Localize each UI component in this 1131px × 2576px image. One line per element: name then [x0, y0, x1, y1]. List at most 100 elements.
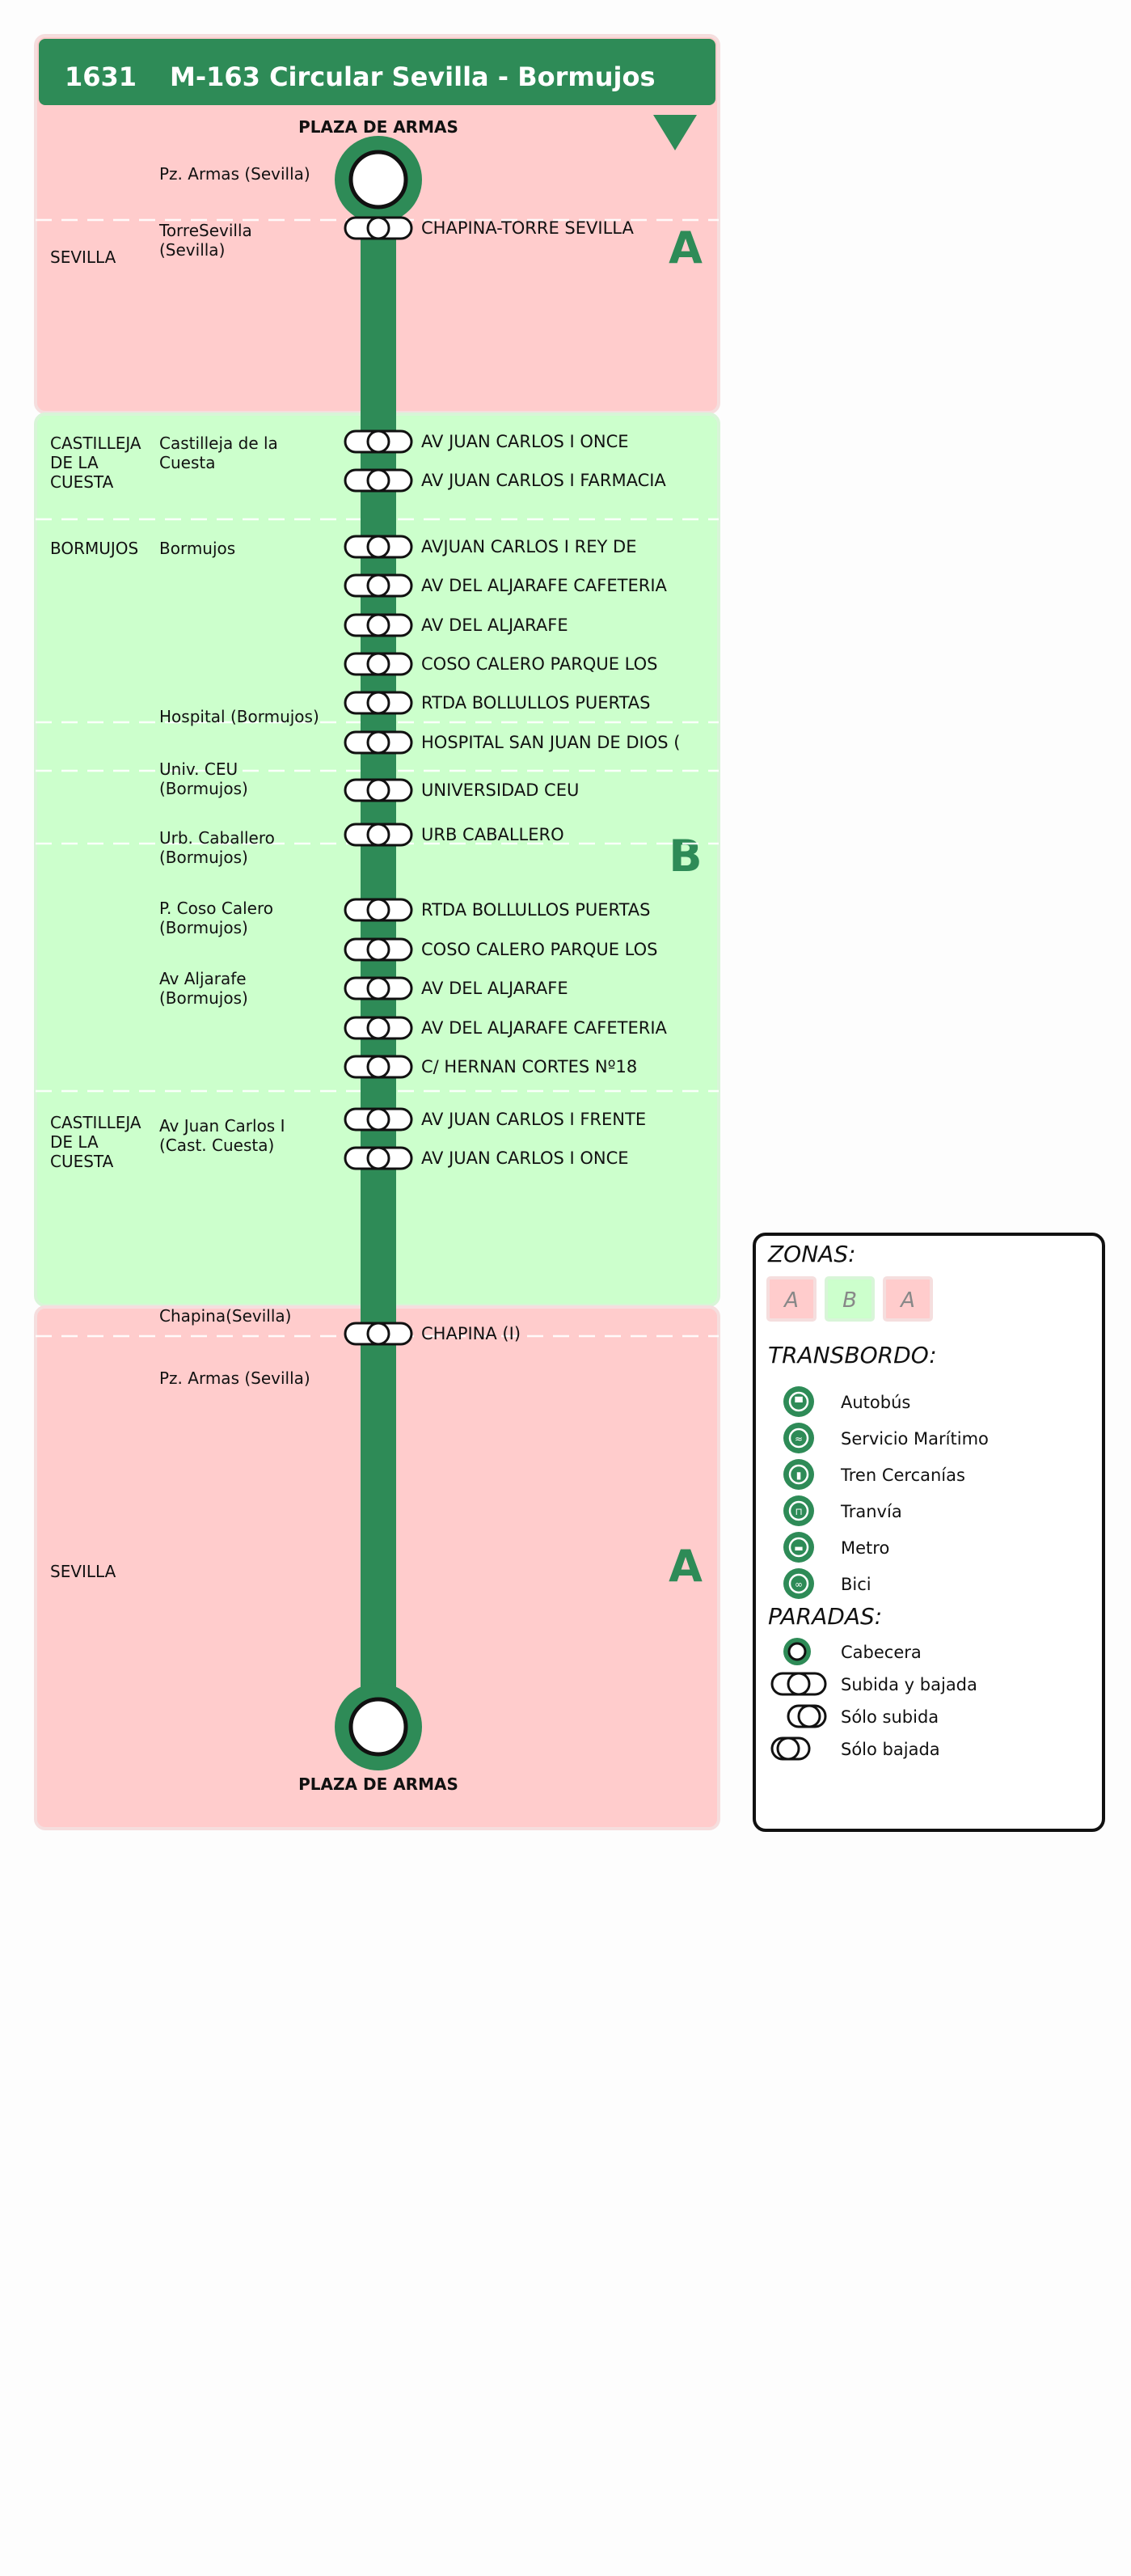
- label-line: (Bormujos): [159, 918, 248, 937]
- zone-label-a-bottom: A: [669, 1541, 703, 1592]
- stop[interactable]: AVJUAN CARLOS I REY DE: [344, 535, 636, 559]
- label-line: Univ. CEU: [159, 759, 238, 779]
- stop-marker: [344, 613, 413, 637]
- stop-label: RTDA BOLLULLOS PUERTAS: [421, 900, 650, 920]
- icon-glyph: ▀: [794, 1396, 803, 1408]
- municipality-label: SEVILLA: [50, 247, 116, 267]
- stop-label: C/ HERNAN CORTES Nº18: [421, 1057, 637, 1077]
- zone-chip-label: A: [899, 1288, 915, 1313]
- stop-dot: [366, 937, 390, 962]
- stop-group-label: Univ. CEU(Bormujos): [159, 759, 248, 798]
- legend-transfer-title: TRANSBORDO:: [768, 1342, 937, 1368]
- stop-label: AV DEL ALJARAFE: [421, 615, 568, 635]
- stop[interactable]: AV JUAN CARLOS I FRENTE: [344, 1107, 646, 1131]
- stop[interactable]: HOSPITAL SAN JUAN DE DIOS (: [344, 730, 680, 755]
- stop-marker: [344, 1016, 413, 1040]
- ferry-icon: ≈: [783, 1423, 814, 1453]
- legend-transfer-list: ▀Autobús≈Servicio Marítimo▮Tren Cercanía…: [783, 1386, 989, 1599]
- stop-dot: [366, 691, 390, 715]
- label-line: SEVILLA: [50, 247, 116, 267]
- stop[interactable]: AV JUAN CARLOS I ONCE: [344, 429, 629, 454]
- label-line: DE LA: [50, 1132, 99, 1152]
- stop[interactable]: UNIVERSIDAD CEU: [344, 778, 579, 802]
- terminus-bottom-label: PLAZA DE ARMAS: [298, 1774, 458, 1794]
- stop[interactable]: RTDA BOLLULLOS PUERTAS: [344, 898, 650, 922]
- stop[interactable]: AV DEL ALJARAFE: [344, 976, 568, 1000]
- stop-marker: [344, 468, 413, 493]
- label-line: Castilleja de la: [159, 434, 278, 453]
- stop[interactable]: CHAPINA-TORRE SEVILLA: [344, 216, 634, 240]
- legend-stop-type-label: Sólo bajada: [841, 1740, 940, 1759]
- bike-icon: ∞: [783, 1568, 814, 1599]
- stop-dot: [366, 613, 390, 637]
- legend-frame: [753, 1233, 1105, 1832]
- icon-ring: [788, 1500, 809, 1521]
- label-line: Chapina(Sevilla): [159, 1306, 291, 1326]
- line-name: M-163 Circular Sevilla - Bormujos: [170, 61, 655, 92]
- label-line: Av Aljarafe: [159, 969, 247, 988]
- stop-type-board-icon: [787, 1704, 827, 1728]
- zone-chip-box: [883, 1276, 933, 1322]
- stop-dot: [366, 1016, 390, 1040]
- stop-marker: [344, 1322, 413, 1346]
- stop[interactable]: COSO CALERO PARQUE LOS: [344, 652, 657, 676]
- legend-stop-type-label: Subida y bajada: [841, 1675, 977, 1694]
- terminus-bottom-marker: [335, 1683, 422, 1770]
- zone-chip-label: A: [783, 1288, 799, 1313]
- legend-transfer-label: Bici: [841, 1575, 871, 1594]
- stop-dot: [366, 1055, 390, 1079]
- legend-zones-title: ZONAS:: [767, 1241, 856, 1267]
- stop-type-both-icon: [770, 1672, 827, 1696]
- icon-disc: [783, 1459, 814, 1490]
- tram-icon: ⊓: [783, 1495, 814, 1526]
- icon-ring: [788, 1428, 809, 1449]
- stop-type-alight-icon: [770, 1736, 811, 1761]
- stop[interactable]: AV JUAN CARLOS I FARMACIA: [344, 468, 666, 493]
- legend-transfer-item: ≈Servicio Marítimo: [783, 1423, 989, 1453]
- label-line: (Bormujos): [159, 779, 248, 798]
- stop-dot: [797, 1704, 821, 1728]
- stop-dot: [366, 976, 390, 1000]
- municipality-label: BORMUJOS: [50, 539, 138, 558]
- stop[interactable]: COSO CALERO PARQUE LOS: [344, 937, 657, 962]
- stop[interactable]: AV JUAN CARLOS I ONCE: [344, 1146, 629, 1170]
- stop-group-label: Pz. Armas (Sevilla): [159, 1368, 310, 1388]
- icon-glyph: ∞: [795, 1579, 803, 1590]
- stop-group-label: P. Coso Calero(Bormujos): [159, 899, 273, 937]
- icon-ring: [788, 1537, 809, 1558]
- label-line: Bormujos: [159, 539, 235, 558]
- stop[interactable]: RTDA BOLLULLOS PUERTAS: [344, 691, 650, 715]
- legend-transfer-item: ▀Autobús: [783, 1386, 910, 1417]
- stop-marker: [344, 652, 413, 676]
- label-line: Urb. Caballero: [159, 828, 275, 848]
- stop-group-label: Bormujos: [159, 539, 235, 558]
- legend-transfer-label: Metro: [841, 1538, 889, 1558]
- zone-chip-box: [766, 1276, 817, 1322]
- stop[interactable]: AV DEL ALJARAFE CAFETERIA: [344, 573, 668, 598]
- zone-label-b: B: [669, 831, 702, 882]
- stop-marker: [344, 898, 413, 922]
- stop[interactable]: C/ HERNAN CORTES Nº18: [344, 1055, 637, 1079]
- stop-dot: [366, 468, 390, 493]
- header-bar: 1631 M-163 Circular Sevilla - Bormujos: [39, 39, 715, 105]
- legend-stop-type-item: Subida y bajada: [770, 1672, 977, 1696]
- stop[interactable]: CHAPINA (I): [344, 1322, 521, 1346]
- terminus-top-marker: [335, 136, 422, 223]
- stop-dot: [366, 778, 390, 802]
- stop-label: AV JUAN CARLOS I FARMACIA: [421, 471, 666, 490]
- stop-label: COSO CALERO PARQUE LOS: [421, 940, 657, 959]
- stop[interactable]: AV DEL ALJARAFE: [344, 613, 568, 637]
- legend-transfer-label: Tranvía: [840, 1502, 902, 1521]
- stop-group-label: Av Juan Carlos I(Cast. Cuesta): [159, 1116, 285, 1155]
- stop[interactable]: URB CABALLERO: [344, 823, 564, 847]
- stop-type-terminus-icon: [783, 1638, 811, 1665]
- stop-label: CHAPINA-TORRE SEVILLA: [421, 218, 634, 238]
- stop-label: UNIVERSIDAD CEU: [421, 780, 579, 800]
- stop[interactable]: AV DEL ALJARAFE CAFETERIA: [344, 1016, 668, 1040]
- legend-stop-type-label: Sólo subida: [841, 1707, 939, 1727]
- legend-transfer-item: ⊓ Tranvía: [783, 1495, 902, 1526]
- icon-disc: [783, 1495, 814, 1526]
